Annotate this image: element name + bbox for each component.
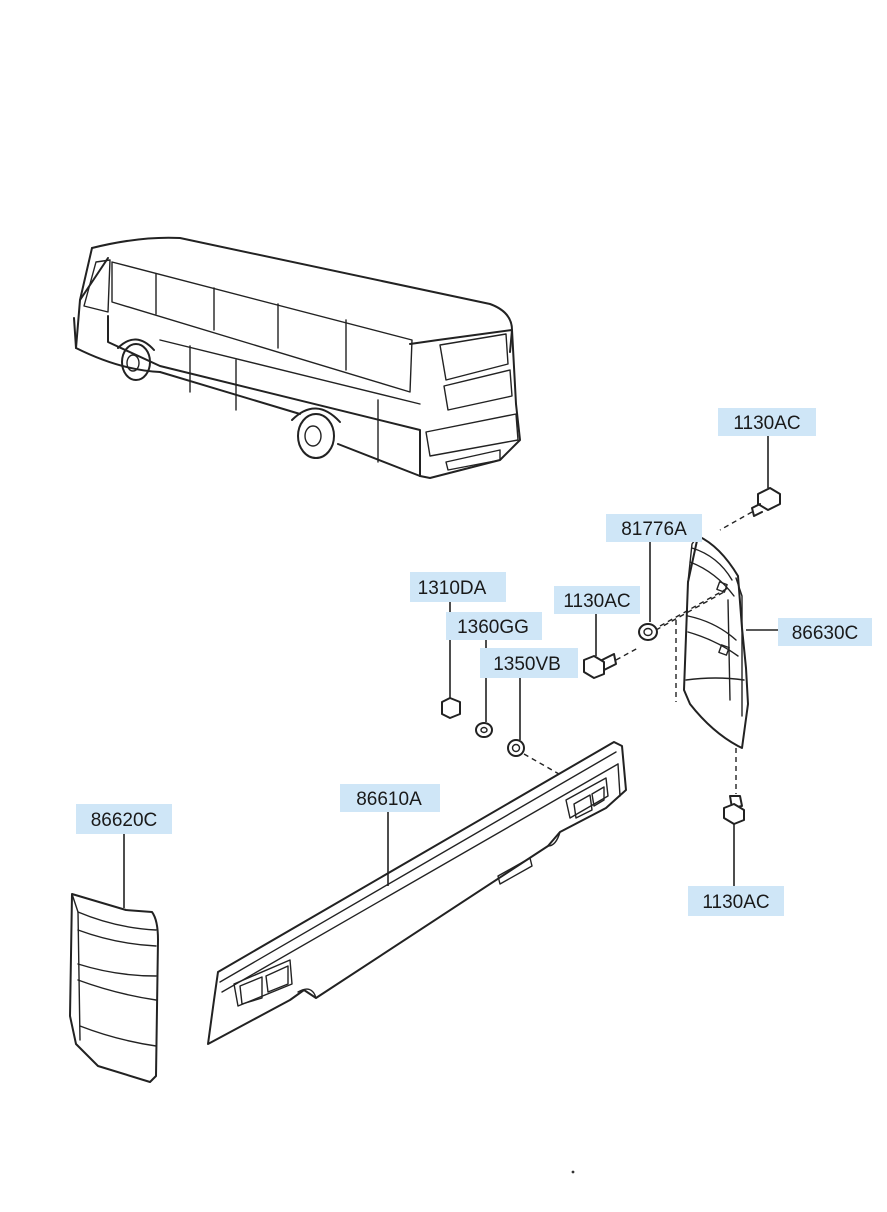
label-lamp-left: 86620C [76, 804, 172, 834]
label-bumper: 86610A [340, 784, 440, 812]
label-nut-81776a-text: 81776A [621, 519, 687, 540]
bus-illustration [73, 236, 521, 479]
label-nut-1310da: 1310DA [410, 572, 506, 602]
label-bolt-bottom-text: 1130AC [702, 892, 769, 913]
label-bolt-mid: 1130AC [554, 586, 640, 614]
bolt-bottom-icon [723, 748, 745, 886]
washer-1350vb-icon [507, 676, 567, 779]
label-bolt-top-text: 1130AC [733, 413, 800, 434]
label-lamp-left-text: 86620C [91, 810, 158, 831]
label-washer-1360gg: 1360GG [446, 612, 542, 640]
bolt-top-icon [719, 436, 781, 531]
stray-dot [571, 1170, 575, 1174]
label-washer-1350vb: 1350VB [480, 648, 578, 678]
label-lamp-right: 86630C [778, 618, 872, 646]
label-nut-81776a: 81776A [606, 514, 702, 542]
nut-81776a-icon [638, 540, 725, 641]
label-bolt-bottom: 1130AC [688, 886, 784, 916]
rear-combination-lamp-left [69, 832, 159, 1083]
label-nut-1310da-text: 1310DA [418, 578, 487, 599]
label-bumper-text: 86610A [356, 789, 422, 810]
bolt-mid-icon [583, 587, 729, 679]
label-washer-1360gg-text: 1360GG [457, 617, 529, 638]
label-washer-1350vb-text: 1350VB [493, 654, 561, 675]
label-bolt-top: 1130AC [718, 408, 816, 436]
label-lamp-right-text: 86630C [792, 623, 859, 644]
label-bolt-mid-text: 1130AC [563, 591, 630, 612]
rear-combination-lamp-right [683, 535, 749, 749]
rear-bumper [207, 741, 627, 1045]
